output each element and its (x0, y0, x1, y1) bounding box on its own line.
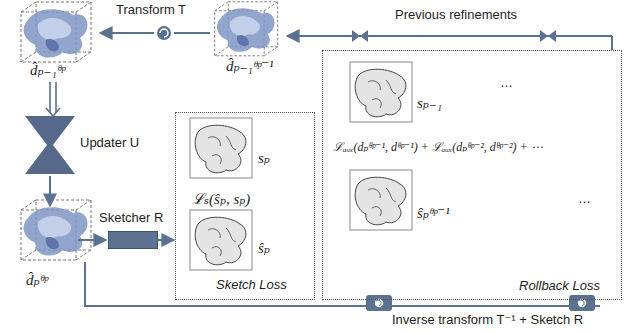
volume-image (21, 200, 91, 260)
sketch-loss-box: ℒₛ(ŝₚ, sₚ) Sketch Loss (175, 112, 315, 300)
loss-formula: ℒₐᵤₓ(dₚᶿᵖ⁻¹, dᶿᵖ⁻¹) + ℒₐᵤₓ(dₚᶿᵖ⁻², dᶿᵖ⁻²… (333, 141, 543, 155)
bowtie-symbol (540, 30, 556, 42)
box-caption: Sketch Loss (216, 278, 287, 293)
sketch-label: sₚ₋₁ (417, 95, 442, 112)
flow-line (174, 32, 210, 34)
updater-hourglass: Updater U (25, 116, 75, 174)
flow-label: Previous refinements (395, 8, 517, 23)
ellipsis: … (578, 192, 591, 207)
volume-image (21, 2, 91, 62)
sketch-label: ŝₚ (258, 240, 270, 257)
sketch-label: sₚ (258, 150, 270, 167)
sketch-image (350, 62, 412, 122)
transform-circle-outline (156, 25, 172, 41)
transform-circle: Transform T (156, 25, 172, 41)
operator-label: Transform T (116, 3, 186, 18)
flow-arrow (287, 35, 612, 37)
ellipsis: … (500, 76, 513, 91)
flow-line (55, 82, 57, 113)
sketcher-box: Sketcher R (108, 231, 158, 249)
operator-label: Sketcher R (99, 211, 163, 226)
volume-image (215, 2, 278, 56)
arrow-head (46, 108, 60, 116)
sketch-image (190, 210, 252, 270)
flow-arrow (100, 32, 154, 34)
volume-label: d̂ₚ₋₁ᶿᵖ (30, 62, 65, 79)
sketch-image (350, 170, 412, 230)
rollback-loss-box: ℒₐᵤₓ(dₚᶿᵖ⁻¹, dᶿᵖ⁻¹) + ℒₐᵤₓ(dₚᶿᵖ⁻², dᶿᵖ⁻²… (322, 50, 622, 300)
bowtie-symbol (352, 30, 368, 42)
flow-arrow (158, 239, 174, 241)
sketch-label: ŝₚᶿᵖ⁻¹ (417, 205, 450, 222)
sketch-image (190, 118, 252, 178)
volume-label: d̂ₚᶿᵖ (26, 272, 48, 289)
flow-line (49, 82, 51, 113)
updater-hourglass-outline (25, 116, 75, 174)
roller-symbol (366, 295, 392, 311)
box-caption: Rollback Loss (519, 279, 600, 294)
roller-symbol (569, 295, 595, 311)
flow-arrow (49, 176, 51, 206)
loss-formula: ℒₛ(ŝₚ, sₚ) (192, 191, 250, 208)
operator-label: Updater U (80, 136, 139, 151)
volume-label: d̂ₚ₋₁ᶿᵖ⁻¹ (226, 58, 274, 75)
flow-label: Inverse transform T⁻¹ + Sketch R (392, 313, 583, 328)
flow-line (611, 36, 613, 50)
flow-arrow (78, 239, 106, 241)
